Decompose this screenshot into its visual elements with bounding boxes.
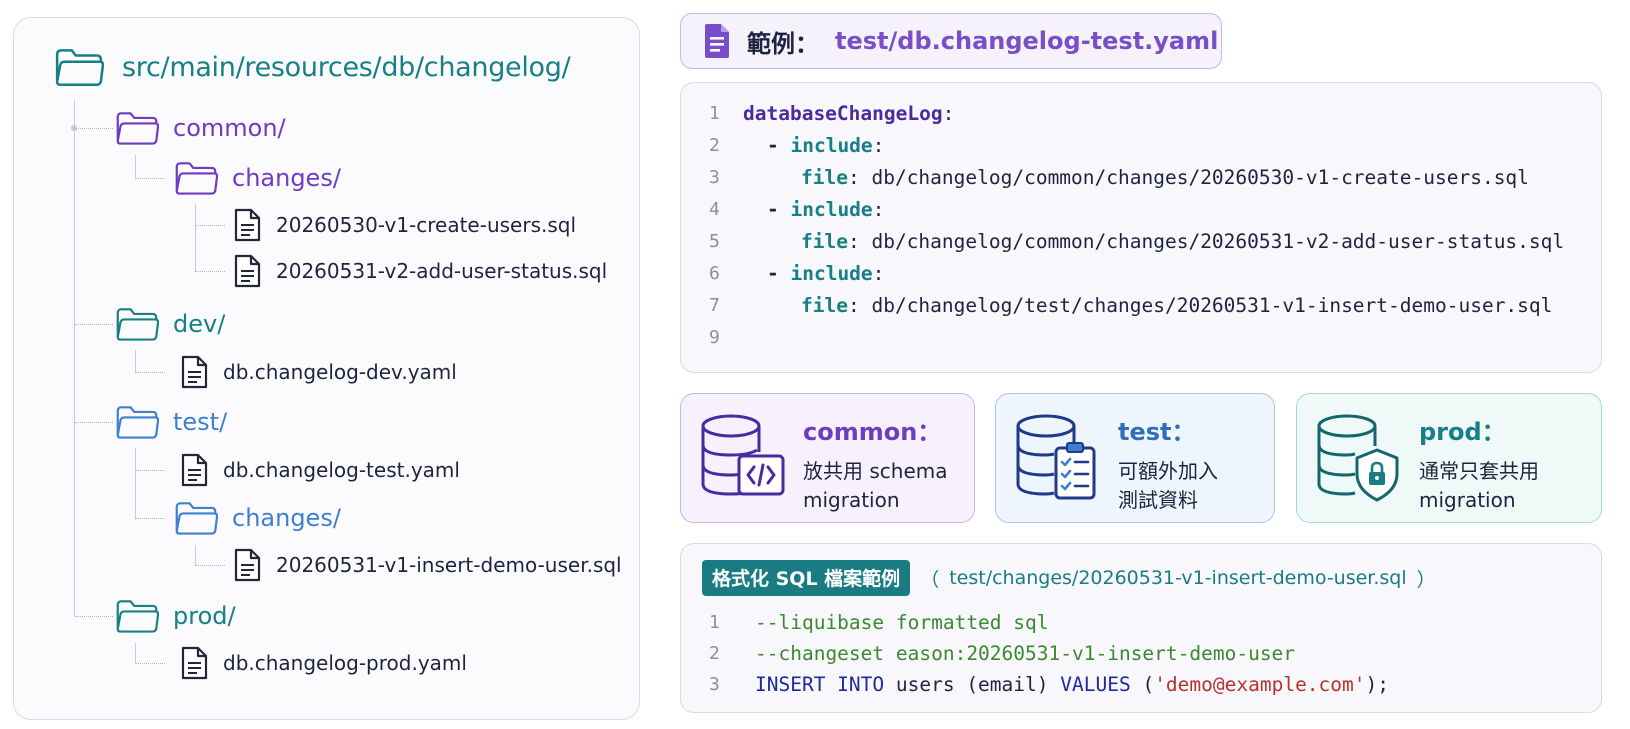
folder-icon: [115, 597, 159, 635]
tree-folder-prod[interactable]: prod/: [115, 597, 236, 635]
card-body: 放共用 schema migration: [803, 459, 948, 512]
database-checklist-icon: [1016, 414, 1096, 500]
line-number: 4: [709, 198, 720, 220]
document-icon: [705, 24, 729, 58]
file-icon: [232, 547, 262, 583]
card-title: prod：: [1419, 418, 1506, 446]
tree-connector: [74, 100, 75, 616]
tree-folder-common-changes[interactable]: changes/: [174, 159, 341, 197]
sql-keyword: VALUES: [1060, 672, 1131, 696]
example-path: test/db.changelog-test.yaml: [835, 27, 1219, 55]
tree-file[interactable]: 20260531-v2-add-user-status.sql: [232, 253, 607, 289]
folder-label: changes/: [232, 164, 341, 192]
tree-folder-test[interactable]: test/: [115, 403, 227, 441]
card-prod: prod： 通常只套共用 migration: [1296, 393, 1602, 523]
tree-root-label: src/main/resources/db/changelog/: [122, 51, 571, 83]
card-common: common： 放共用 schema migration: [680, 393, 975, 523]
file-icon: [179, 354, 209, 390]
folder-open-icon: [54, 46, 104, 88]
sql-comment: --liquibase formatted sql: [755, 610, 1049, 634]
tree-file[interactable]: 20260531-v1-insert-demo-user.sql: [232, 547, 622, 583]
folder-label: common/: [173, 114, 286, 142]
line-number: 7: [709, 294, 720, 316]
folder-icon: [174, 159, 218, 197]
sql-example-path: test/changes/20260531-v1-insert-demo-use…: [949, 567, 1407, 589]
tree-file[interactable]: db.changelog-test.yaml: [179, 452, 460, 488]
card-test: test： 可額外加入 測試資料: [995, 393, 1275, 523]
card-body: 通常只套共用 migration: [1419, 459, 1539, 512]
tree-root[interactable]: src/main/resources/db/changelog/: [54, 46, 571, 88]
sql-string: 'demo@example.com': [1154, 672, 1366, 696]
tree-file[interactable]: db.changelog-prod.yaml: [179, 645, 467, 681]
yaml-file-key: file: [801, 229, 848, 253]
card-title: common：: [803, 418, 942, 446]
card-title: test：: [1118, 418, 1196, 446]
file-icon: [232, 253, 262, 289]
folder-label: changes/: [232, 504, 341, 532]
database-code-icon: [701, 414, 785, 496]
yaml-file-key: file: [801, 293, 848, 317]
example-label: 範例：: [747, 29, 819, 58]
tree-folder-common[interactable]: common/: [115, 109, 286, 147]
folder-icon: [115, 403, 159, 441]
database-shield-icon: [1317, 414, 1399, 502]
line-number: 3: [709, 673, 720, 695]
line-number: 1: [709, 611, 720, 633]
file-label: db.changelog-dev.yaml: [223, 360, 457, 384]
card-body: 可額外加入 測試資料: [1118, 459, 1218, 512]
file-label: 20260531-v1-insert-demo-user.sql: [276, 553, 622, 577]
line-number: 6: [709, 262, 720, 284]
folder-icon: [115, 305, 159, 343]
file-tree-panel: src/main/resources/db/changelog/ common/…: [13, 17, 640, 720]
yaml-include-key: include: [790, 197, 873, 221]
folder-icon: [174, 499, 218, 537]
line-number: 5: [709, 230, 720, 252]
sql-example-header: 格式化 SQL 檔案範例 （ test/changes/20260531-v1-…: [702, 560, 1436, 596]
sql-example-block: 格式化 SQL 檔案範例 （ test/changes/20260531-v1-…: [680, 543, 1602, 713]
sql-comment: --changeset eason:20260531-v1-insert-dem…: [755, 641, 1296, 665]
line-number: 9: [709, 326, 720, 348]
tree-dot: [71, 125, 77, 131]
sql-keyword: INSERT INTO: [755, 672, 885, 696]
example-title-bar: 範例： test/db.changelog-test.yaml: [680, 13, 1222, 69]
folder-label: prod/: [173, 602, 236, 630]
tree-folder-dev[interactable]: dev/: [115, 305, 225, 343]
line-number: 1: [709, 102, 720, 124]
file-icon: [232, 207, 262, 243]
yaml-root-key: databaseChangeLog: [743, 101, 943, 125]
tree-folder-test-changes[interactable]: changes/: [174, 499, 341, 537]
yaml-include-key: include: [790, 133, 873, 157]
file-icon: [179, 452, 209, 488]
yaml-include-key: include: [790, 261, 873, 285]
line-number: 2: [709, 642, 720, 664]
file-label: db.changelog-prod.yaml: [223, 651, 467, 675]
yaml-file-value: db/changelog/common/changes/20260530-v1-…: [871, 165, 1529, 189]
line-number: 3: [709, 166, 720, 188]
sql-example-badge: 格式化 SQL 檔案範例: [702, 560, 911, 596]
folder-label: dev/: [173, 310, 226, 338]
folder-icon: [115, 109, 159, 147]
file-label: 20260530-v1-create-users.sql: [276, 213, 577, 237]
line-number: 2: [709, 134, 720, 156]
tree-file[interactable]: db.changelog-dev.yaml: [179, 354, 457, 390]
folder-label: test/: [173, 408, 228, 436]
yaml-file-value: db/changelog/common/changes/20260531-v2-…: [871, 229, 1565, 253]
file-label: 20260531-v2-add-user-status.sql: [276, 259, 608, 283]
yaml-file-key: file: [801, 165, 848, 189]
file-icon: [179, 645, 209, 681]
yaml-file-value: db/changelog/test/changes/20260531-v1-in…: [871, 293, 1553, 317]
tree-file[interactable]: 20260530-v1-create-users.sql: [232, 207, 576, 243]
file-label: db.changelog-test.yaml: [223, 458, 460, 482]
yaml-code-block: 1 databaseChangeLog: 2 - include: 3 file…: [680, 82, 1602, 373]
